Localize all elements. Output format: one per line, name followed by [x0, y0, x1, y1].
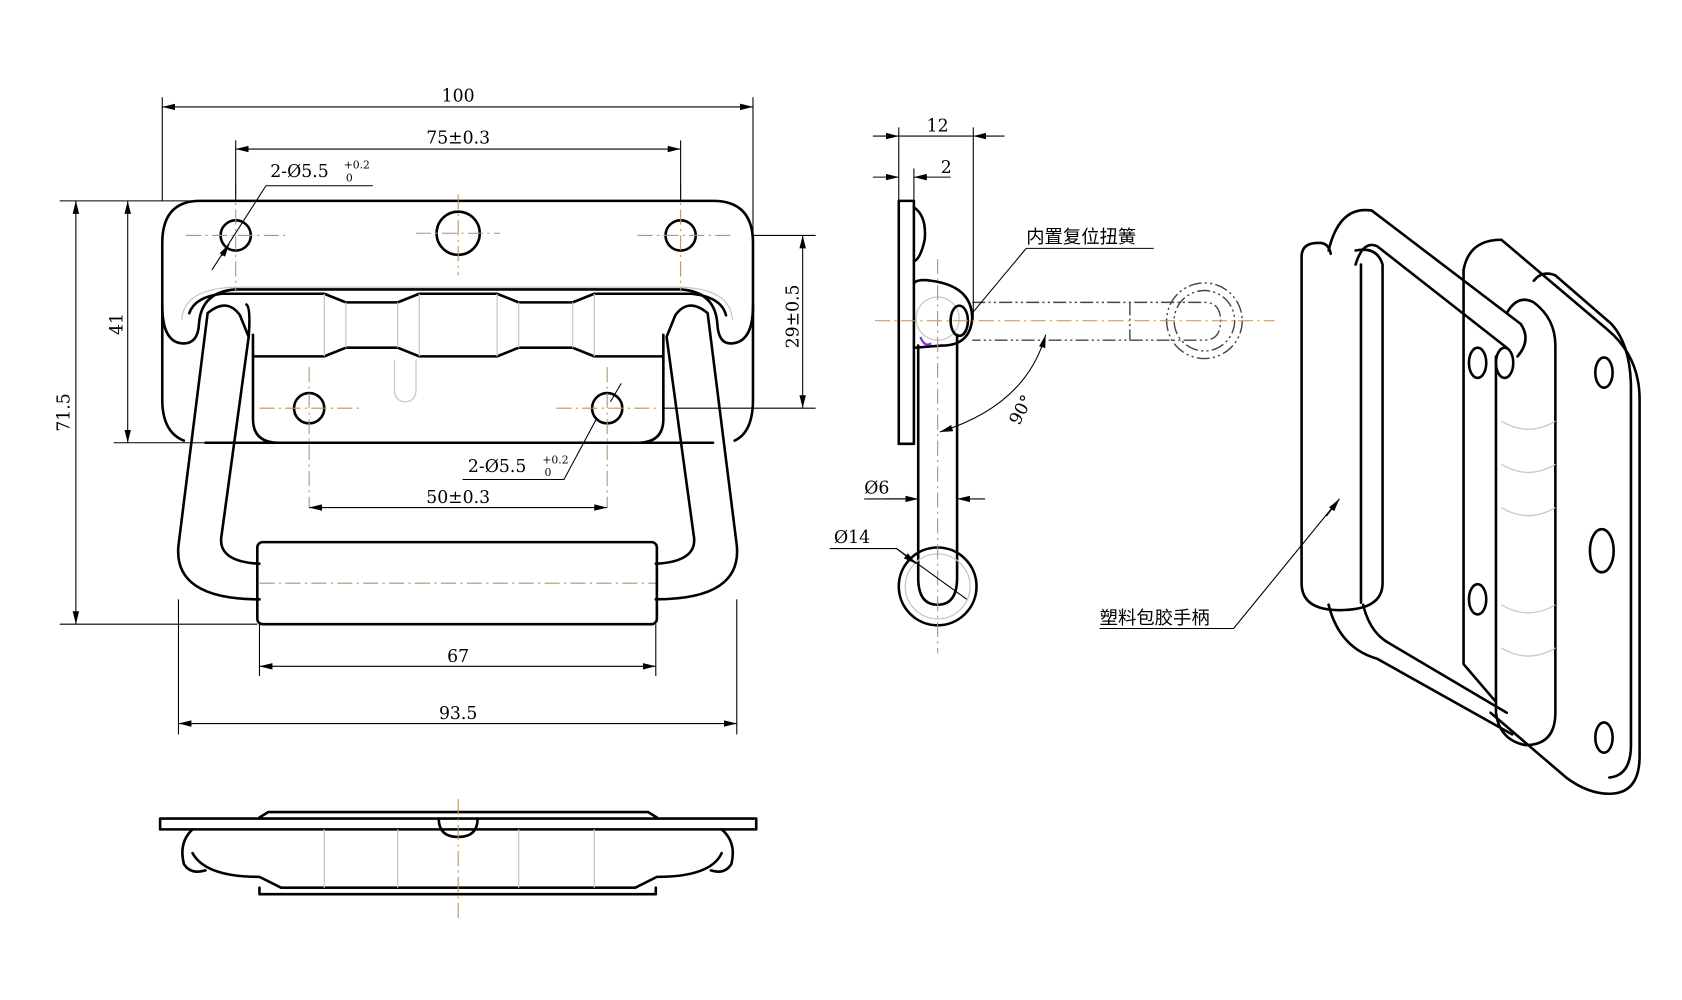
dim-top-hole-callout: 2-Ø5.5	[270, 162, 328, 182]
wire-ends	[181, 828, 735, 873]
iso-hole	[1594, 356, 1614, 389]
iso-hole	[1467, 346, 1488, 380]
bottom-view	[158, 799, 758, 918]
front-view: 100 75±0.3 2-Ø5.5 +0.2 0 41 71.5 29±0.5 …	[54, 87, 816, 735]
grip-leader	[1099, 498, 1340, 630]
dim-hole-vertical-spacing: 29±0.5	[783, 284, 803, 348]
front-dimensions	[59, 97, 816, 735]
iso-hole	[1467, 582, 1488, 616]
iso-plastic-grip	[1300, 241, 1384, 612]
dim-grip-length: 67	[447, 647, 469, 667]
side-plate	[897, 199, 916, 446]
recess-embossing-bottom	[251, 346, 665, 358]
recess-outline	[251, 333, 665, 445]
side-dimensions	[829, 127, 1154, 600]
iso-plate-outline	[1462, 238, 1641, 796]
hidden-lines	[181, 286, 734, 403]
iso-hole	[1494, 346, 1515, 380]
handle-wire	[176, 303, 739, 601]
iso-plate-rim	[1532, 272, 1633, 779]
spring-label: 内置复位扭簧	[1026, 227, 1136, 248]
center-boss	[912, 206, 927, 263]
isometric-view: 塑料包胶手柄	[1099, 208, 1641, 796]
dim-top-hole-spacing: 75±0.3	[426, 129, 490, 149]
iso-hole	[1588, 527, 1615, 574]
iso-plate-edge	[1462, 268, 1498, 704]
plastic-grip	[256, 540, 659, 626]
iso-recess	[1494, 298, 1557, 747]
dim-overall-height: 71.5	[54, 393, 74, 431]
dim-depth: 12	[927, 117, 949, 137]
dim-rotation-angle: 90°	[1006, 392, 1038, 428]
dim-bottom-hole-tol-lower: 0	[545, 466, 552, 479]
dim-bottom-hole-callout: 2-Ø5.5	[468, 457, 526, 477]
grip-bottom	[258, 886, 658, 896]
torsion-spring	[919, 336, 932, 346]
recess-underside	[191, 851, 723, 889]
iso-hole	[1594, 721, 1614, 754]
dim-wire-diameter: Ø6	[864, 479, 889, 499]
grip-label: 塑料包胶手柄	[1100, 608, 1210, 629]
dim-handle-width: 93.5	[439, 704, 477, 724]
side-view: 12 2 内置复位扭簧 90° Ø6 Ø14	[829, 117, 1275, 654]
recess-embossing-top	[187, 292, 728, 317]
centerlines	[186, 183, 731, 584]
dim-plate-height: 41	[107, 313, 127, 335]
dim-overall-width: 100	[442, 87, 475, 107]
dim-plate-thickness: 2	[941, 158, 952, 178]
dim-top-hole-tol-lower: 0	[346, 171, 353, 184]
dim-grip-diameter: Ø14	[834, 528, 870, 548]
iso-wire-top	[1327, 208, 1527, 358]
dim-top-hole-tol-upper: +0.2	[344, 158, 370, 171]
dim-bottom-hole-tol-upper: +0.2	[542, 453, 568, 466]
dim-bottom-hole-spacing: 50±0.3	[426, 488, 490, 508]
iso-wire-bottom	[1327, 603, 1514, 736]
hinge-knuckle	[912, 278, 974, 350]
plate-lower-body	[160, 304, 755, 442]
